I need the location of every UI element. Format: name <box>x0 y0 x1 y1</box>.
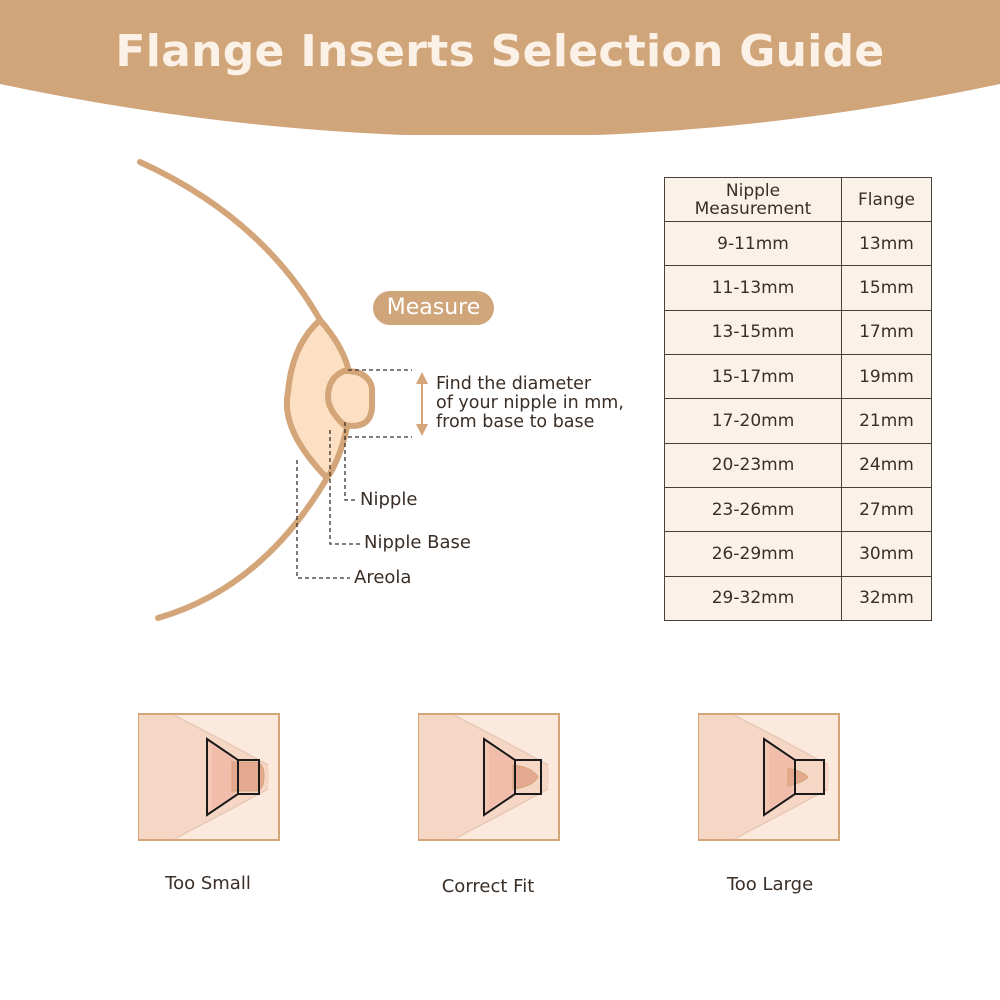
areola-label: Areola <box>354 567 412 588</box>
nipple-size-cell: 29-32mm <box>664 575 842 622</box>
measure-instruction: Find the diameter of your nipple in mm, … <box>436 375 636 432</box>
nipple-size-cell: 15-17mm <box>664 353 842 400</box>
flange-size-cell: 27mm <box>841 486 932 533</box>
correct-fit-label: Correct Fit <box>441 876 535 897</box>
nipple-size-cell: 13-15mm <box>664 309 842 355</box>
instruction-line-2: of your nipple in mm, <box>436 393 624 413</box>
nipple-label: Nipple <box>360 489 418 510</box>
flange-size-cell: 30mm <box>841 531 932 577</box>
measure-arrow-head-down <box>416 424 428 436</box>
flange-size-cell: 15mm <box>841 265 932 311</box>
breast-diagram-svg <box>137 159 428 621</box>
nipple-leader-line <box>344 422 356 501</box>
header-nipple-measurement-text: Nipple Measurement <box>694 180 812 219</box>
header-background <box>0 0 1000 135</box>
nipple-size-cell: 23-26mm <box>664 486 842 533</box>
header-banner: Flange Inserts Selection Guide <box>0 0 1000 135</box>
nipple-size-cell: 11-13mm <box>664 265 842 311</box>
flange-size-cell: 13mm <box>841 220 932 267</box>
flange-size-cell: 21mm <box>841 398 932 444</box>
header-curve <box>0 0 1000 135</box>
header-flange: Flange <box>841 177 932 222</box>
flange-size-cell: 24mm <box>841 442 932 488</box>
too-small-label: Too Small <box>165 873 251 894</box>
nipple-base-label: Nipple Base <box>364 532 471 553</box>
measure-arrow-head-up <box>416 372 428 384</box>
measure-badge: Measure <box>373 291 494 325</box>
nipple-base-leader-line <box>329 430 360 545</box>
nipple-size-cell: 17-20mm <box>664 398 842 444</box>
page-title: Flange Inserts Selection Guide <box>115 26 885 77</box>
instruction-line-1: Find the diameter <box>436 374 592 394</box>
nipple-size-cell: 26-29mm <box>664 531 842 577</box>
breast-contour-upper <box>137 159 323 323</box>
too-large-label: Too Large <box>726 874 814 895</box>
areola-shape <box>283 317 351 481</box>
fit-example-correct <box>418 713 560 841</box>
nipple-size-cell: 9-11mm <box>664 220 842 267</box>
size-table-header: Nipple Measurement Flange <box>664 177 932 222</box>
breast-diagram: Measure Find the diameter of your nipple… <box>0 140 650 640</box>
breast-contour-lower <box>155 475 330 621</box>
fit-example-too-large <box>698 713 840 841</box>
fit-example-too-small <box>138 713 280 841</box>
nipple-size-cell: 20-23mm <box>664 442 842 488</box>
header-nipple-measurement: Nipple Measurement <box>664 177 842 222</box>
instruction-line-3: from base to base <box>436 412 595 432</box>
flange-size-cell: 17mm <box>841 309 932 355</box>
too-large-illustration <box>698 713 840 841</box>
flange-size-cell: 32mm <box>841 575 932 622</box>
too-small-illustration <box>138 713 280 841</box>
nipple-shape <box>325 367 375 429</box>
flange-size-cell: 19mm <box>841 353 932 400</box>
correct-fit-illustration <box>418 713 560 841</box>
